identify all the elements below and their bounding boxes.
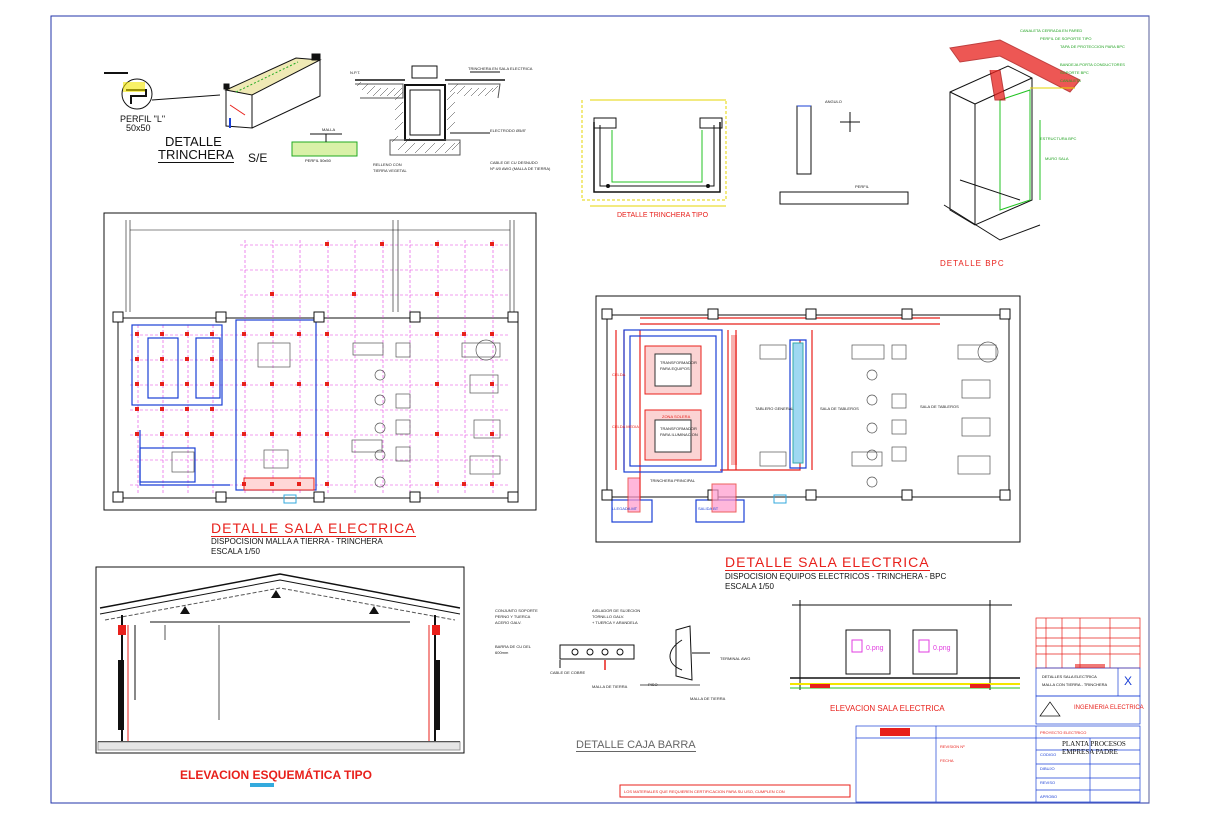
svg-text:CELDA: CELDA	[612, 372, 626, 377]
svg-text:CABLE DE CU DESNUDO: CABLE DE CU DESNUDO	[490, 160, 538, 165]
perfil-size: 50x50	[126, 123, 151, 133]
svg-text:AISLADOR DE SUJECION: AISLADOR DE SUJECION	[592, 608, 640, 613]
svg-text:CONJUNTO SOPORTE: CONJUNTO SOPORTE	[495, 608, 538, 613]
svg-text:PARA EQUIPOS: PARA EQUIPOS	[660, 366, 690, 371]
sala1-scale: ESCALA 1/50	[211, 547, 260, 556]
svg-text:RELLENO CON: RELLENO CON	[373, 162, 402, 167]
plan2	[595, 295, 1021, 543]
plant-line1: PLANTA PROCESOS	[1062, 740, 1126, 748]
svg-text:SALA DE TABLEROS: SALA DE TABLEROS	[920, 404, 959, 409]
perfil-section-detail: ANGULO PERFIL	[779, 99, 909, 205]
sala2-subtitle: DISPOCISION EQUIPOS ELECTRICOS - TRINCHE…	[725, 572, 947, 581]
svg-text:REVISION Nº: REVISION Nº	[940, 744, 965, 749]
plan1-ground-rods	[135, 242, 494, 486]
svg-text:0.png: 0.png	[866, 645, 884, 652]
plan2-labels: TRANSFORMADOR PARA EQUIPOS TRANSFORMADOR…	[612, 360, 959, 511]
svg-text:ELECTRODO Ø5/8": ELECTRODO Ø5/8"	[490, 128, 527, 133]
trinchera-section	[355, 65, 505, 156]
svg-text:DETALLES SALA ELECTRICA: DETALLES SALA ELECTRICA	[1042, 674, 1097, 679]
trinchera-scale: S/E	[248, 151, 268, 165]
bpc-title: DETALLE BPC	[940, 259, 1005, 268]
svg-text:ZONA SOLERA: ZONA SOLERA	[662, 414, 691, 419]
caja-barra-drawing	[559, 625, 710, 686]
svg-text:N.P.T.: N.P.T.	[350, 70, 360, 75]
svg-text:ESTRUCTURA BPC: ESTRUCTURA BPC	[1040, 136, 1077, 141]
svg-text:TERMINAL AWG: TERMINAL AWG	[720, 656, 750, 661]
svg-text:PERFIL 50x50: PERFIL 50x50	[305, 158, 332, 163]
elevacion-esquematica-title: ELEVACION ESQUEMÁTICA TIPO	[180, 768, 373, 782]
elevacion-esquematica-drawing	[95, 566, 465, 787]
svg-text:TRANSFORMADOR: TRANSFORMADOR	[660, 360, 697, 365]
svg-text:PARA ILUMINACION: PARA ILUMINACION	[660, 432, 698, 437]
svg-text:PERNO Y TUERCA: PERNO Y TUERCA	[495, 614, 531, 619]
sala2-title: DETALLE SALA ELECTRICA	[725, 554, 930, 571]
svg-text:SALA DE TABLEROS: SALA DE TABLEROS	[820, 406, 859, 411]
plan1	[103, 212, 537, 511]
svg-text:CANALETA: CANALETA	[1060, 78, 1081, 83]
svg-text:MURO SALA: MURO SALA	[1045, 156, 1069, 161]
svg-text:SALIDA BT: SALIDA BT	[698, 506, 719, 511]
svg-text:SOPORTE BPC: SOPORTE BPC	[1060, 70, 1089, 75]
svg-text:TRINCHERA EN SALA ELECTRICA: TRINCHERA EN SALA ELECTRICA	[468, 66, 533, 71]
company-label: INGENIERIA ELECTRICA	[1074, 705, 1144, 711]
svg-text:BANDEJA PORTA CONDUCTORES: BANDEJA PORTA CONDUCTORES	[1060, 62, 1125, 67]
svg-text:TORNILLO GALV.: TORNILLO GALV.	[592, 614, 624, 619]
svg-text:DIBUJO: DIBUJO	[1040, 766, 1055, 771]
svg-text:CELDA MEDIA: CELDA MEDIA	[612, 424, 639, 429]
svg-text:PROYECTO ELECTRICO: PROYECTO ELECTRICO	[1040, 730, 1086, 735]
trinchera-tipo-title: DETALLE TRINCHERA TIPO	[617, 212, 709, 219]
bpc-labels: CANALETA CERRADA EN PARED PERFIL DE SOPO…	[1020, 28, 1125, 161]
caja-barra-labels: CONJUNTO SOPORTE PERNO Y TUERCA ACERO GA…	[495, 608, 750, 701]
svg-text:Nº 4/0 AWG (MALLA DE TIERRA): Nº 4/0 AWG (MALLA DE TIERRA)	[490, 166, 551, 171]
note-box	[619, 784, 851, 798]
svg-text:ACERO GALV.: ACERO GALV.	[495, 620, 521, 625]
svg-text:TRANSFORMADOR: TRANSFORMADOR	[660, 426, 697, 431]
svg-text:PISO: PISO	[648, 682, 658, 687]
svg-text:MALLA: MALLA	[322, 127, 335, 132]
caja-barra-title: DETALLE CAJA BARRA	[576, 739, 696, 752]
svg-text:CANALETA CERRADA EN PARED: CANALETA CERRADA EN PARED	[1020, 28, 1082, 33]
svg-text:BARRA DE CU DEL: BARRA DE CU DEL	[495, 644, 532, 649]
trinchera-tipo-drawing	[581, 99, 727, 207]
svg-text:CABLE DE COBRE: CABLE DE COBRE	[550, 670, 585, 675]
svg-text:APROBO: APROBO	[1040, 794, 1057, 799]
trinchera-title-line1: DETALLE	[165, 134, 222, 149]
title-block-small-text: REVISION Nº FECHA PROYECTO ELECTRICO COD…	[940, 674, 1108, 799]
title-block	[855, 617, 1141, 803]
svg-text:CODIGO: CODIGO	[1040, 752, 1056, 757]
sala1-subtitle: DISPOCISION MALLA A TIERRA - TRINCHERA	[211, 537, 383, 546]
svg-text:0.png: 0.png	[933, 645, 951, 652]
svg-text:PERFIL DE SOPORTE TIPO: PERFIL DE SOPORTE TIPO	[1040, 36, 1092, 41]
perfil-label: PERFIL "L"	[120, 114, 166, 124]
trinchera-title-line2: TRINCHERA	[158, 147, 234, 163]
svg-text:TABLERO GENERAL: TABLERO GENERAL	[755, 406, 794, 411]
sala2-scale: ESCALA 1/50	[725, 582, 774, 591]
trinchera-iso-detail	[104, 53, 322, 129]
svg-text:MALLA DE TIERRA: MALLA DE TIERRA	[690, 696, 726, 701]
svg-text:LLEGADA MT: LLEGADA MT	[612, 506, 638, 511]
title-block-marker: X	[1124, 674, 1133, 688]
elevacion-sala-title: ELEVACION SALA ELECTRICA	[830, 704, 945, 713]
perfil-small-detail: PERFIL 50x50 MALLA	[291, 127, 358, 163]
svg-text:MALLA CON TIERRA - TRINCHERA: MALLA CON TIERRA - TRINCHERA	[1042, 682, 1108, 687]
svg-text:TAPA DE PROTECCION PARA BPC: TAPA DE PROTECCION PARA BPC	[1060, 44, 1125, 49]
svg-text:MALLA DE TIERRA: MALLA DE TIERRA	[592, 684, 628, 689]
svg-text:TIERRA VEGETAL: TIERRA VEGETAL	[373, 168, 407, 173]
elevacion-sala-drawing: 0.png 0.png	[790, 600, 1020, 690]
trinchera-section-labels: N.P.T. TRINCHERA EN SALA ELECTRICA ELECT…	[350, 66, 551, 173]
svg-text:REVISO: REVISO	[1040, 780, 1055, 785]
sala1-title: DETALLE SALA ELECTRICA	[211, 520, 416, 537]
svg-text:+ TUERCA Y ARANDELA: + TUERCA Y ARANDELA	[592, 620, 638, 625]
svg-text:LOS MATERIALES QUE REQUIEREN C: LOS MATERIALES QUE REQUIEREN CERTIFICACI…	[624, 789, 785, 794]
svg-text:TRINCHERA PRINCIPAL: TRINCHERA PRINCIPAL	[650, 478, 696, 483]
trinchera-hatch	[356, 81, 499, 154]
svg-text:600mm: 600mm	[495, 650, 509, 655]
svg-text:PERFIL: PERFIL	[855, 184, 870, 189]
svg-text:ANGULO: ANGULO	[825, 99, 842, 104]
bpc-iso-drawing	[943, 39, 1081, 241]
svg-text:FECHA: FECHA	[940, 758, 954, 763]
plant-line2: EMPRESA PADRE	[1062, 748, 1118, 756]
